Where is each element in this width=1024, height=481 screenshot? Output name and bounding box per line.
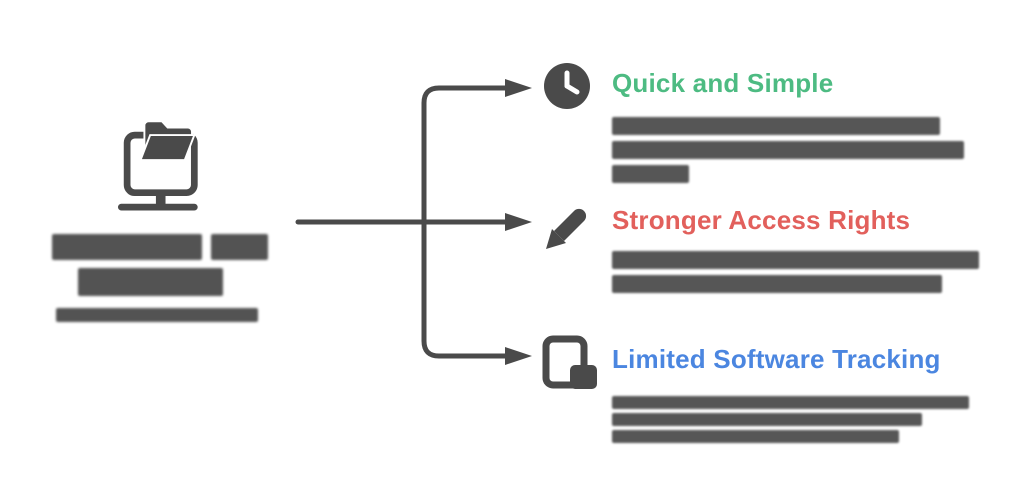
item-description-redacted-text xyxy=(612,396,969,447)
redacted-text-line xyxy=(211,234,268,260)
redacted-text-line xyxy=(612,117,940,135)
software-window-icon xyxy=(540,334,602,396)
redacted-text-line xyxy=(52,234,202,260)
arrowhead-bottom-icon xyxy=(505,347,532,365)
redacted-text-line xyxy=(612,141,964,159)
folder-glyph xyxy=(139,120,196,162)
redacted-text-line xyxy=(56,308,258,322)
arrowhead-top-icon xyxy=(505,79,532,97)
item-heading-stronger-access-rights: Stronger Access Rights xyxy=(612,205,911,235)
redacted-text-line xyxy=(612,251,979,269)
redacted-text-line xyxy=(78,268,223,296)
redacted-text-line xyxy=(612,165,689,183)
clock-icon xyxy=(542,61,592,111)
item-description-redacted-text xyxy=(612,251,979,299)
redacted-text-line xyxy=(612,275,942,293)
item-description-redacted-text xyxy=(612,117,964,189)
item-heading-quick-and-simple: Quick and Simple xyxy=(612,68,834,98)
connector-branch-bottom xyxy=(421,219,509,359)
computer-folder-icon xyxy=(106,110,202,212)
redacted-text-line xyxy=(612,413,922,426)
arrowhead-middle-icon xyxy=(505,213,532,231)
redacted-text-line xyxy=(612,430,899,443)
item-heading-limited-software-tracking: Limited Software Tracking xyxy=(612,344,941,374)
pen-icon xyxy=(536,197,592,253)
redacted-text-line xyxy=(612,396,969,409)
connector-branch-top xyxy=(421,85,509,225)
